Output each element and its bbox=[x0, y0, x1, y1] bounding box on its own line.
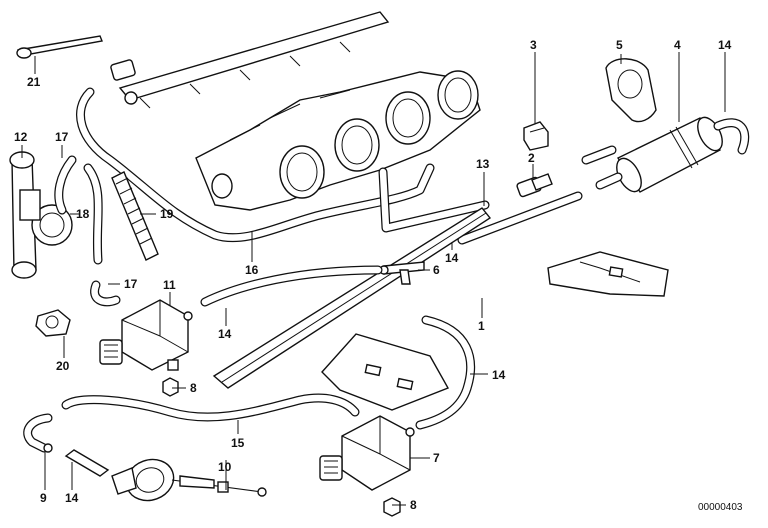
lower-bracket bbox=[321, 333, 450, 411]
intake-manifold bbox=[195, 70, 481, 211]
label-5: 5 bbox=[616, 38, 623, 52]
solenoid-valve-upper bbox=[99, 299, 193, 371]
label-14-right: 14 bbox=[492, 368, 506, 382]
label-12: 12 bbox=[14, 130, 28, 144]
part-labels: 1 2 3 4 5 6 7 8 8 9 10 11 12 13 14 14 14… bbox=[14, 38, 732, 512]
hose-15 bbox=[61, 393, 360, 422]
fuel-filter bbox=[581, 116, 750, 193]
hose-14-right bbox=[415, 315, 476, 430]
label-4: 4 bbox=[674, 38, 681, 52]
insulating-tube bbox=[111, 171, 159, 261]
clamp bbox=[35, 309, 71, 337]
label-21: 21 bbox=[27, 75, 41, 89]
mounting-rail bbox=[212, 207, 669, 389]
label-18: 18 bbox=[76, 207, 90, 221]
label-7: 7 bbox=[433, 451, 440, 465]
hose-13 bbox=[378, 167, 490, 233]
label-14-left: 14 bbox=[218, 327, 232, 341]
hose-14-lower bbox=[64, 449, 110, 477]
label-8-upper: 8 bbox=[190, 381, 197, 395]
nut-upper bbox=[162, 377, 179, 397]
label-16: 16 bbox=[245, 263, 259, 277]
label-17-lower: 17 bbox=[124, 277, 138, 291]
label-2: 2 bbox=[528, 151, 535, 165]
reference-code: 00000403 bbox=[698, 502, 743, 513]
label-1: 1 bbox=[478, 319, 485, 333]
label-6: 6 bbox=[433, 263, 440, 277]
label-14-bottom: 14 bbox=[65, 491, 79, 505]
label-8-lower: 8 bbox=[410, 498, 417, 512]
hose-18 bbox=[83, 163, 103, 265]
elbow-connector bbox=[23, 413, 53, 453]
solenoid-valve-lower bbox=[319, 415, 415, 491]
label-20: 20 bbox=[56, 359, 70, 373]
bracket bbox=[605, 58, 657, 123]
fuel-rail bbox=[110, 11, 390, 109]
hose-14-upper bbox=[457, 191, 583, 245]
label-13: 13 bbox=[476, 157, 490, 171]
label-19: 19 bbox=[160, 207, 174, 221]
label-3: 3 bbox=[530, 38, 537, 52]
label-14-top: 14 bbox=[718, 38, 732, 52]
label-9: 9 bbox=[40, 491, 47, 505]
check-valve bbox=[516, 173, 553, 198]
label-14-mid: 14 bbox=[445, 251, 459, 265]
cable-tie bbox=[16, 35, 103, 59]
hose-17-upper bbox=[54, 155, 77, 215]
label-11: 11 bbox=[163, 278, 176, 292]
leader-lines bbox=[21, 52, 726, 506]
hose-16 bbox=[76, 87, 435, 243]
vacuum-unit bbox=[111, 458, 267, 502]
nut-lower bbox=[383, 497, 401, 517]
label-15: 15 bbox=[231, 436, 245, 450]
label-10: 10 bbox=[218, 460, 232, 474]
label-17-upper: 17 bbox=[55, 130, 69, 144]
hose-17-lower bbox=[90, 280, 121, 307]
hose-14-middle bbox=[200, 265, 383, 307]
throttle-valve bbox=[9, 151, 73, 279]
clip bbox=[523, 121, 549, 151]
